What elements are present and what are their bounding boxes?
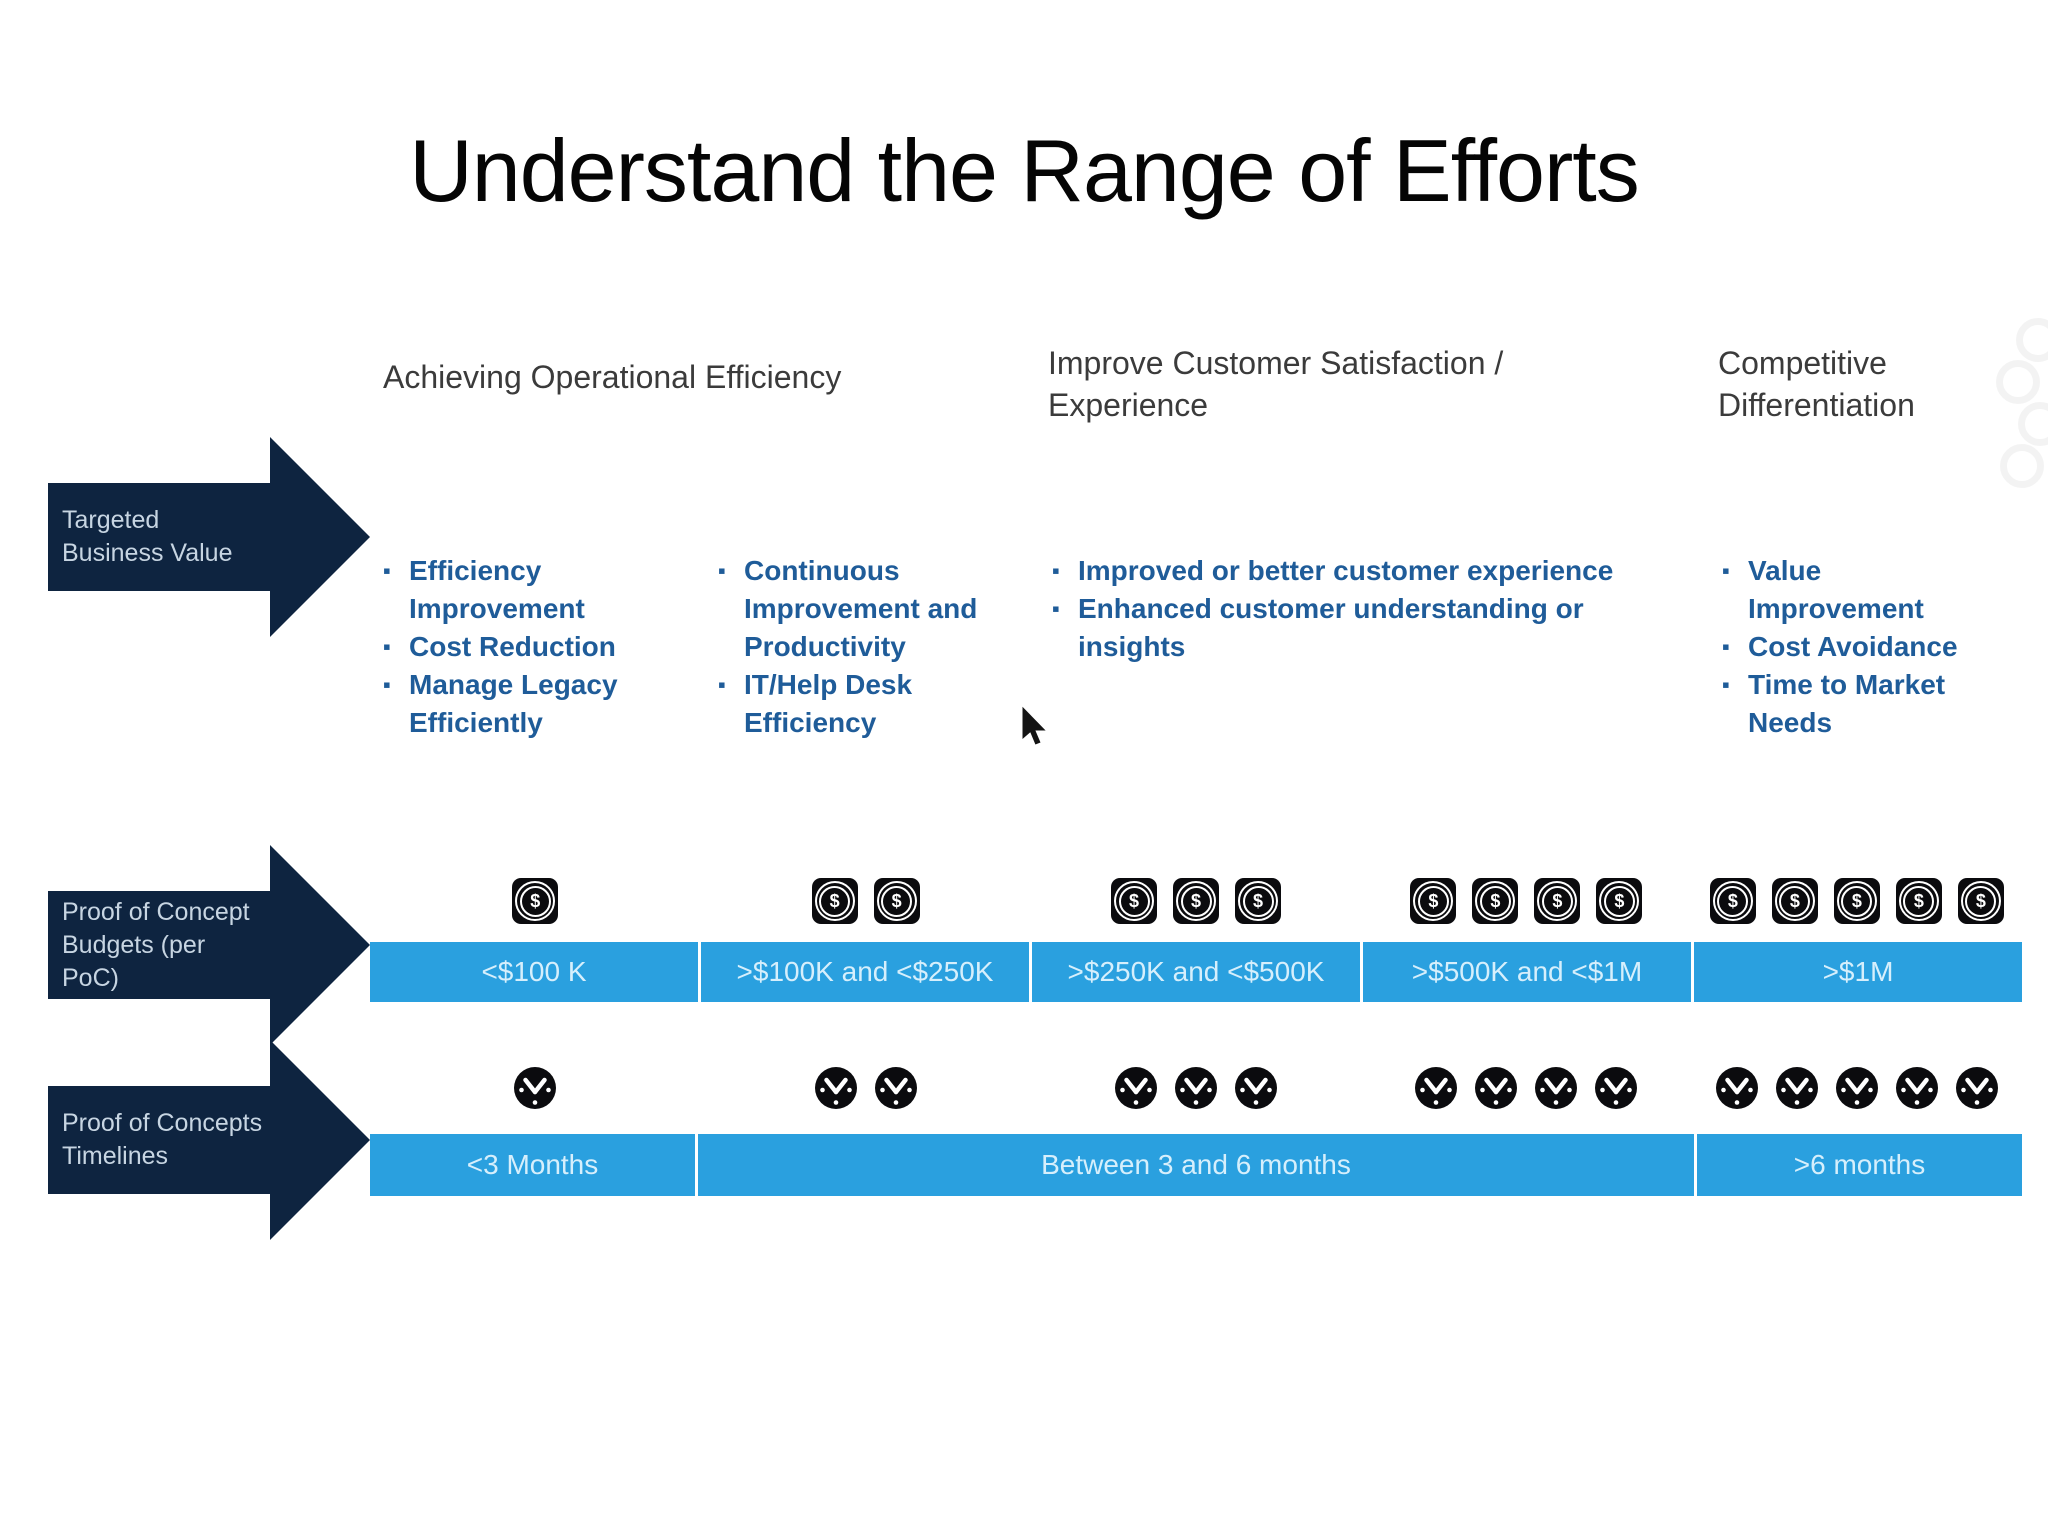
arrow-body: Proof of Concept Budgets (per PoC)	[48, 891, 270, 999]
bullet-item: Value Improvement	[1722, 552, 1972, 628]
budget-band: <$100 K >$100K and <$250K >$250K and <$5…	[370, 942, 2022, 1002]
clock-icon	[1534, 1066, 1578, 1110]
business-value-list-1b: Continuous Improvement and Productivity …	[718, 552, 983, 742]
bullet-item: IT/Help Desk Efficiency	[718, 666, 983, 742]
dollar-coin-icon: $	[1709, 878, 1756, 924]
clock-icon-group	[1031, 1066, 1361, 1110]
clock-icon	[1594, 1066, 1638, 1110]
dollar-coin-icon: $	[1833, 878, 1880, 924]
arrow-head	[270, 845, 370, 1045]
arrow-head	[270, 1040, 370, 1240]
clock-icon	[1775, 1066, 1819, 1110]
arrow-body: Proof of Concepts Timelines	[48, 1086, 270, 1194]
dollar-icon-group: $$	[700, 878, 1030, 924]
targeted-business-value-arrow: Targeted Business Value	[48, 437, 370, 637]
dollar-coin-icon: $	[1111, 878, 1158, 924]
clock-icon	[1715, 1066, 1759, 1110]
clock-icon	[1835, 1066, 1879, 1110]
timeline-band: <3 Months Between 3 and 6 months >6 mont…	[370, 1134, 2022, 1196]
budget-segment: >$500K and <$1M	[1363, 942, 1691, 1002]
clock-icon	[874, 1066, 918, 1110]
dollar-coin-icon: $	[811, 878, 858, 924]
dollar-icon-group: $	[370, 878, 700, 924]
clock-icon	[513, 1066, 557, 1110]
clock-icon-group	[1361, 1066, 1691, 1110]
budget-segment: >$1M	[1694, 942, 2022, 1002]
bullet-item: Improved or better customer experience	[1052, 552, 1692, 590]
clock-icon	[1895, 1066, 1939, 1110]
slide-title: Understand the Range of Efforts	[409, 120, 1640, 220]
budget-segment: <$100 K	[370, 942, 698, 1002]
column-header-operational-efficiency: Achieving Operational Efficiency	[383, 359, 842, 395]
clock-icon-group	[370, 1066, 700, 1110]
dollar-coin-icon: $	[1771, 878, 1818, 924]
bullet-item: Cost Reduction	[383, 628, 633, 666]
clock-icon	[1955, 1066, 1999, 1110]
dollar-coin-icon: $	[873, 878, 920, 924]
dollar-coin-icon: $	[1534, 878, 1581, 924]
clock-icon	[814, 1066, 858, 1110]
column-header-competitive-differentiation: Competitive Differentiation	[1718, 345, 1915, 423]
bullet-item: Continuous Improvement and Productivity	[718, 552, 983, 666]
timeline-segment: >6 months	[1697, 1134, 2022, 1196]
clock-icon	[1174, 1066, 1218, 1110]
dollar-coin-icon: $	[1410, 878, 1457, 924]
clock-icon-group	[700, 1066, 1030, 1110]
dollar-coin-icon: $	[1596, 878, 1643, 924]
clock-icon	[1234, 1066, 1278, 1110]
dollar-coin-icon: $	[1472, 878, 1519, 924]
business-value-list-2: Improved or better customer experience E…	[1052, 552, 1692, 666]
dollar-icon-group: $ $ $ $ $	[1692, 878, 2022, 924]
timeline-segment: Between 3 and 6 months	[698, 1134, 1694, 1196]
dollar-coin-icon: $	[1957, 878, 2004, 924]
bullet-item: Time to Market Needs	[1722, 666, 1972, 742]
poc-timelines-arrow: Proof of Concepts Timelines	[48, 1040, 370, 1240]
dollar-coin-icon: $	[512, 878, 559, 924]
arrow-body: Targeted Business Value	[48, 483, 270, 591]
arrow-label: Proof of Concept Budgets (per PoC)	[62, 897, 250, 992]
business-value-list-1a: Efficiency Improvement Cost Reduction Ma…	[383, 552, 633, 742]
arrow-label: Targeted Business Value	[62, 506, 233, 567]
dollar-icon-group: $ $ $	[1031, 878, 1361, 924]
column-header-customer-satisfaction: Improve Customer Satisfaction / Experien…	[1048, 345, 1504, 423]
clock-icon-group	[1692, 1066, 2022, 1110]
timeline-clock-icons-row	[370, 1066, 2022, 1110]
clock-icon	[1414, 1066, 1458, 1110]
budget-segment: >$100K and <$250K	[701, 942, 1029, 1002]
clock-icon	[1114, 1066, 1158, 1110]
bullet-item: Enhanced customer understanding or insig…	[1052, 590, 1692, 666]
bullet-item: Cost Avoidance	[1722, 628, 1972, 666]
dollar-coin-icon: $	[1895, 878, 1942, 924]
mouse-cursor	[1018, 705, 1048, 749]
budget-dollar-icons-row: $$$$$$$$$$$$$$$	[370, 878, 2022, 924]
business-value-list-3: Value Improvement Cost Avoidance Time to…	[1722, 552, 1972, 742]
arrow-label: Proof of Concepts Timelines	[62, 1109, 263, 1170]
dollar-icon-group: $ $ $ $	[1361, 878, 1691, 924]
watermark-decoration	[1988, 318, 2048, 488]
dollar-coin-icon: $	[1173, 878, 1220, 924]
timeline-segment: <3 Months	[370, 1134, 695, 1196]
dollar-coin-icon: $	[1235, 878, 1282, 924]
poc-budgets-arrow: Proof of Concept Budgets (per PoC)	[48, 845, 370, 1045]
bullet-item: Manage Legacy Efficiently	[383, 666, 633, 742]
budget-segment: >$250K and <$500K	[1032, 942, 1360, 1002]
bullet-item: Efficiency Improvement	[383, 552, 633, 628]
clock-icon	[1474, 1066, 1518, 1110]
arrow-head	[270, 437, 370, 637]
